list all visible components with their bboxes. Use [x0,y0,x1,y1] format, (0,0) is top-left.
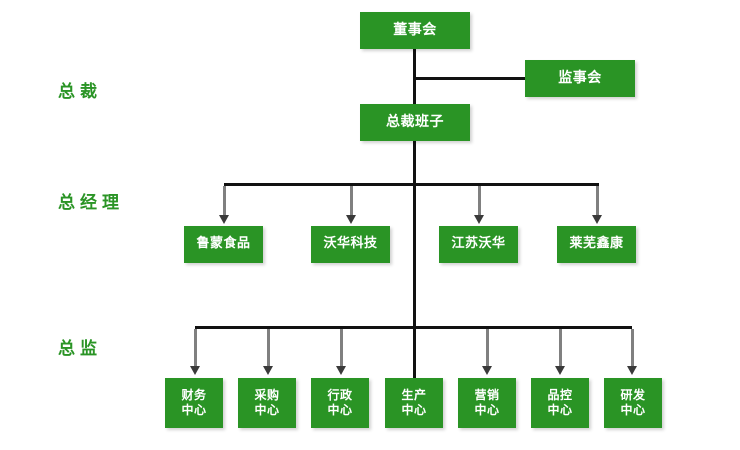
node-administration-center-line2: 中心 [327,403,353,417]
arrow-head-jiangsu-wohua [474,215,484,224]
drop-line-administration [340,329,343,368]
node-procurement-center-line2: 中心 [254,403,280,417]
node-quality-control-center[interactable]: 品控 中心 [531,378,589,428]
arrow-head-wohua-tech [346,215,356,224]
arrow-head-administration [336,366,346,375]
node-lumeng-food[interactable]: 鲁蒙食品 [184,226,263,263]
node-quality-control-center-line1: 品控 [547,388,573,402]
drop-line-rnd [631,329,634,368]
arrow-head-lumeng [219,215,229,224]
node-administration-center-line1: 行政 [327,388,353,402]
drop-line-procurement [267,329,270,368]
node-rnd-center[interactable]: 研发 中心 [604,378,662,428]
tier-label-general-manager: 总经理 [58,193,124,213]
connector-to-supervisors [413,77,527,80]
drop-line-jiangsu-wohua [478,186,481,217]
arrow-head-marketing [482,366,492,375]
node-president-team[interactable]: 总裁班子 [360,104,470,141]
drop-line-laiwu-xinkang [596,186,599,217]
node-wohua-technology[interactable]: 沃华科技 [311,226,390,263]
node-production-center-line1: 生产 [401,388,427,402]
node-marketing-center-line1: 营销 [474,388,500,402]
node-board-of-supervisors[interactable]: 监事会 [525,60,635,97]
node-marketing-center-line2: 中心 [474,403,500,417]
drop-line-lumeng [223,186,226,217]
level2-horizontal-bus [224,183,599,186]
node-finance-center-line1: 财务 [181,388,207,402]
node-rnd-center-line2: 中心 [620,403,646,417]
node-procurement-center-line1: 采购 [254,388,280,402]
connector-president-team-to-level2-bus [413,140,416,186]
center-spine-to-production-center [413,183,416,378]
arrow-head-rnd [627,366,637,375]
node-finance-center-line2: 中心 [181,403,207,417]
level3-horizontal-bus [195,326,632,329]
node-production-center-line2: 中心 [401,403,427,417]
tier-label-director: 总监 [58,339,102,359]
node-quality-control-center-line2: 中心 [547,403,573,417]
tier-label-president: 总裁 [58,82,102,102]
node-procurement-center[interactable]: 采购 中心 [238,378,296,428]
node-laiwu-xinkang[interactable]: 莱芜鑫康 [557,226,636,263]
drop-line-marketing [486,329,489,368]
arrow-head-laiwu-xinkang [592,215,602,224]
drop-line-finance [194,329,197,368]
node-finance-center[interactable]: 财务 中心 [165,378,223,428]
node-rnd-center-line1: 研发 [620,388,646,402]
node-marketing-center[interactable]: 营销 中心 [458,378,516,428]
node-jiangsu-wohua[interactable]: 江苏沃华 [439,226,518,263]
drop-line-quality-control [559,329,562,368]
arrow-head-procurement [263,366,273,375]
node-administration-center[interactable]: 行政 中心 [311,378,369,428]
connector-board-to-president-team [413,48,416,105]
drop-line-wohua-tech [350,186,353,217]
arrow-head-quality-control [555,366,565,375]
node-production-center[interactable]: 生产 中心 [385,378,443,428]
arrow-head-finance [190,366,200,375]
node-board-of-directors[interactable]: 董事会 [360,12,470,49]
